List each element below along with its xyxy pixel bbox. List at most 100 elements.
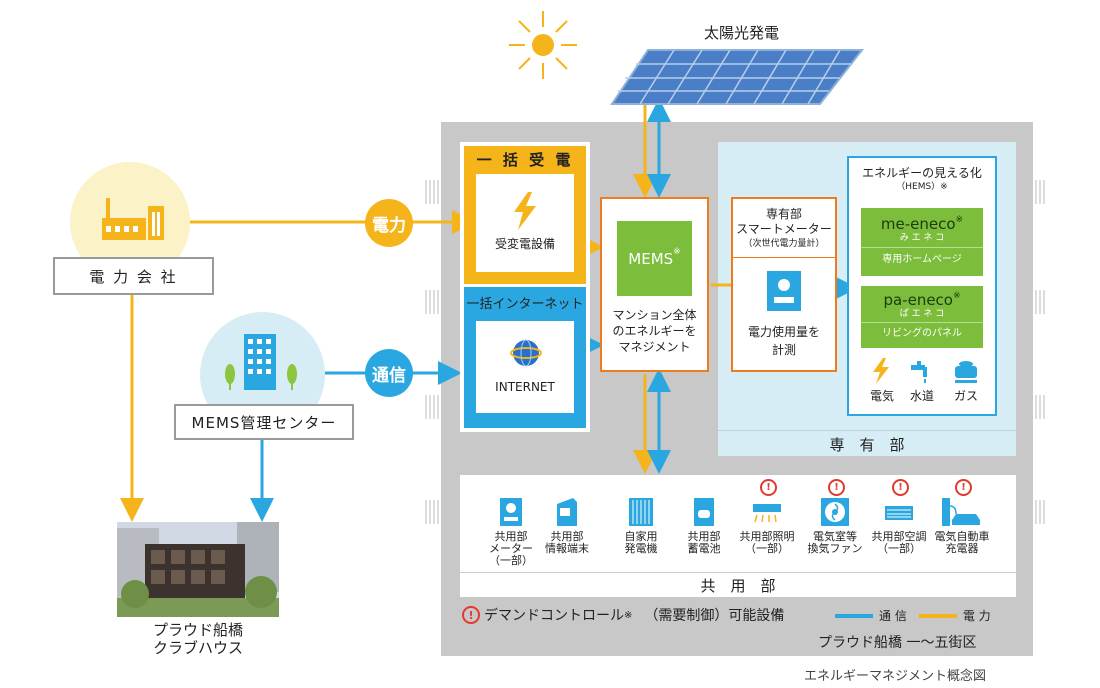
power-legend-swatch [918,613,957,618]
me-eneco-logo: me-eneco [880,215,956,233]
terminal-icon [557,498,577,526]
pa-eneco-desc: リビングのパネル [882,328,962,339]
common-item-line: （一部） [745,542,789,555]
area-label: プラウド船橋 一〜五街区 [818,635,977,651]
smart-meter-title: 専有部 スマートメーター （次世代電力量計） [733,207,835,252]
building-fin [1031,290,1047,314]
smart-meter-title-line: スマートメーター [736,222,832,236]
solar-label: 太陽光発電 [704,24,780,42]
building-fin [425,500,441,524]
solar-panel-icon [610,49,865,105]
mems-label: MEMS [628,249,674,268]
power-legend-text: 電 力 [962,609,991,623]
comm-legend-text: 通 信 [879,609,907,623]
demand-icon: ! [462,606,480,624]
common-item-line: 蓄電池 [687,542,721,555]
comm-badge-text: 通信 [372,365,406,386]
common-section-text: 共 用 部 [700,577,776,595]
demand-mark-icon: ! [892,479,909,496]
smart-meter-box: 専有部 スマートメーター （次世代電力量計） 電力使用量を 計測 [731,197,837,372]
common-item-line: 自家用 [624,530,658,543]
bulk-internet-equipment: INTERNET [495,380,555,394]
bulk-power-title: 一 括 受 電 [476,150,574,169]
pa-eneco-logo: pa-eneco [883,291,953,309]
demand-note: ※ [624,609,633,621]
mems-center-text: MEMS管理センター [191,413,337,432]
diagram-caption: エネルギーマネジメント概念図 [804,669,987,684]
common-section-label: 共 用 部 [460,572,1016,598]
utility-electricity: 電気 [869,389,894,403]
gas-pot-icon [955,361,977,383]
electricity-icon [873,358,889,384]
building-fin [1031,500,1047,524]
hems-sub: （HEMS）※ [896,182,948,192]
common-item-line: 充電器 [945,542,979,555]
private-section-text: 専 有 部 [829,435,905,454]
demand-mark-icon: ! [760,479,777,496]
pa-eneco-mark: ※ [952,291,961,301]
common-item-line: 共用部 [687,530,721,543]
common-item-label: 共用部情報端末 [531,531,603,555]
clubhouse-label: プラウド船橋 クラブハウス [117,621,279,657]
utility-water: 水道 [909,389,934,403]
clubhouse-line1: プラウド船橋 [152,621,243,639]
smart-meter-desc: 電力使用量を 計測 [733,323,835,359]
fan-icon [821,498,849,526]
common-item-line: 発電機 [624,542,658,555]
common-item-line: 電気室等 [813,530,857,543]
common-item-label: 電気室等換気ファン [799,531,871,555]
faucet-icon [911,361,927,383]
power-company-text: 電 力 会 社 [89,267,178,286]
bulk-internet-title: 一括インターネット [466,296,584,312]
building-fin [425,290,441,314]
me-eneco-panel: me-eneco※ み エ ネ コ 専用ホームページ [861,208,983,276]
lightning-icon [514,192,536,230]
bulk-power-box: 受変電設備 [476,174,574,272]
light-icon [753,504,781,523]
common-item-line: 共用部 [494,530,528,543]
common-item-line: 共用部 [550,530,584,543]
demand-mark-icon: ! [955,479,972,496]
common-item-label: 共用部空調（一部） [863,531,935,555]
mems-label-box: MEMS ※ [617,221,692,296]
clubhouse-line2: クラブハウス [152,639,243,657]
sun-icon [509,11,577,79]
pa-eneco-panel: pa-eneco※ ぱ エ ネ コ リビングのパネル [861,286,983,348]
common-item-line: 情報端末 [545,542,589,555]
mems-center-label: MEMS管理センター [174,404,354,440]
line-legend: 通 信 電 力 [835,607,991,624]
me-eneco-mark: ※ [955,215,964,225]
common-item-line: 換気ファン [807,542,863,555]
mems-desc-line: マンション全体 [612,308,697,322]
common-item-line: メーター [489,542,533,555]
demand-text2: （需要制御）可能設備 [644,608,785,624]
smart-meter-icon [767,271,801,311]
mems-desc-line: マネジメント [618,340,691,354]
bulk-internet-panel: 一括インターネット INTERNET [464,287,586,428]
mems-mark: ※ [673,246,681,257]
building-fin [1031,180,1047,204]
bulk-power-panel: 一 括 受 電 受変電設備 [464,146,586,284]
smart-meter-desc-line: 電力使用量を [747,325,820,339]
aircon-icon [885,506,913,520]
meter-icon [500,498,522,526]
generator-icon [629,498,653,526]
bulk-power-equipment: 受変電設備 [494,237,555,251]
factory-icon [102,198,164,240]
me-eneco-desc: 専用ホームページ [882,254,962,265]
mems-box: MEMS ※ マンション全体 のエネルギーを マネジメント [600,197,709,372]
common-item-label: 共用部蓄電池 [668,531,740,555]
me-eneco-kana: み エ ネ コ [899,233,945,243]
demand-legend: ! デマンドコントロール ※ （需要制御）可能設備 [462,605,784,625]
power-company-label: 電 力 会 社 [53,257,214,295]
power-badge-text: 電力 [372,215,406,236]
building-fin [425,395,441,419]
battery-icon [694,498,714,526]
building-fin [425,180,441,204]
power-badge: 電力 [365,199,413,247]
mems-desc-line: のエネルギーを [612,324,697,338]
ev-charger-icon [942,498,980,526]
hems-title: エネルギーの見える化 [862,166,982,180]
comm-legend-swatch [835,613,873,618]
demand-mark-icon: ! [828,479,845,496]
